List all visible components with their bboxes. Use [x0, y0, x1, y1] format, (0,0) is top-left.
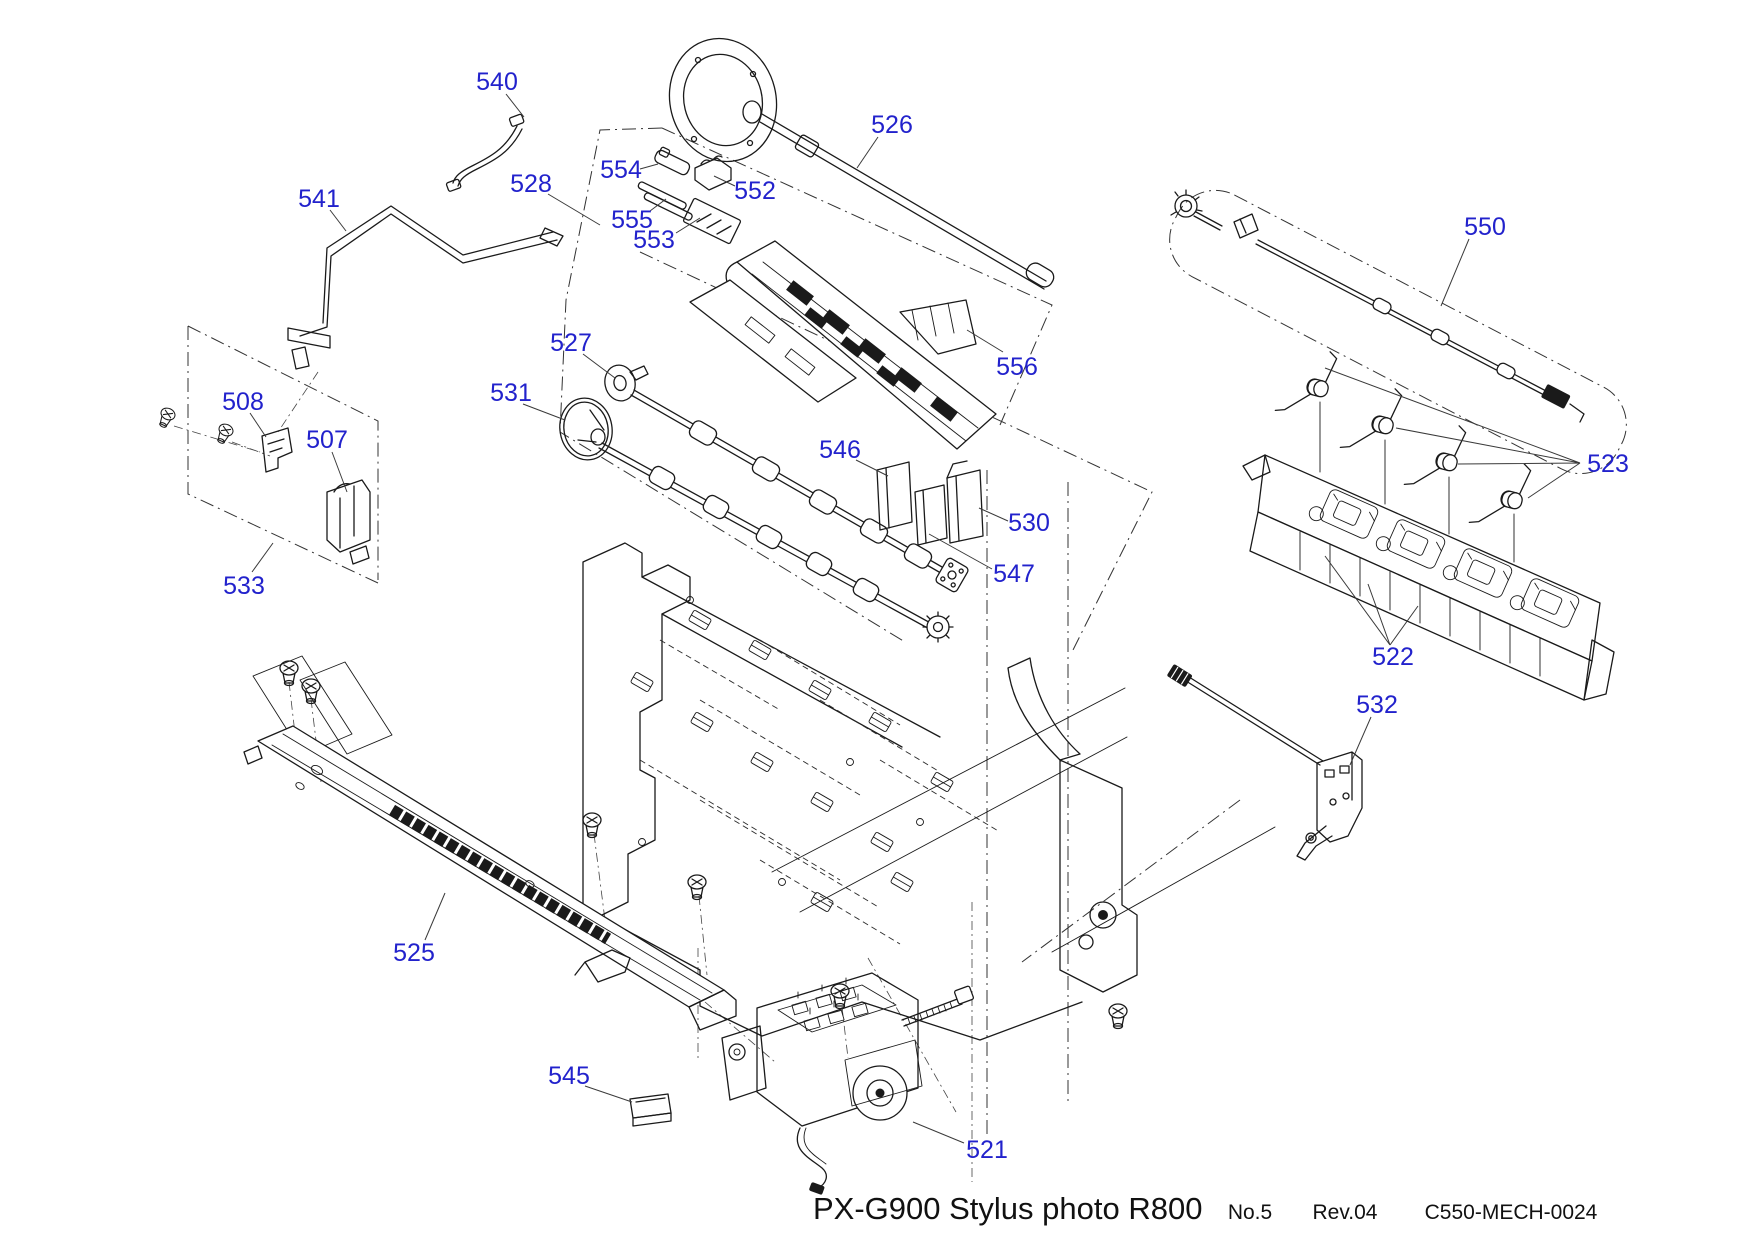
label-526: 526 [871, 111, 913, 139]
label-532: 532 [1356, 691, 1398, 719]
part-508-sensor [261, 427, 293, 473]
label-553: 553 [633, 226, 675, 254]
label-547: 547 [993, 560, 1035, 588]
label-531: 531 [490, 379, 532, 407]
part-545-pad [629, 1093, 672, 1127]
part-552-holder [694, 155, 732, 191]
printer-mechanism-frame [582, 542, 1138, 1041]
footer-sheet-number: No.5 [1228, 1201, 1272, 1224]
label-528: 528 [510, 170, 552, 198]
label-525: 525 [393, 939, 435, 967]
part-525-front-paper-guide [243, 725, 737, 1031]
label-521: 521 [966, 1136, 1008, 1164]
part-531-pf-wheel [559, 397, 613, 461]
part-553-contact-plate [682, 197, 742, 245]
part-540-sensor-cable [445, 113, 525, 192]
part-522-holder-tray [1242, 454, 1615, 701]
label-540: 540 [476, 68, 518, 96]
label-522: 522 [1372, 643, 1414, 671]
grip-pads [786, 280, 958, 422]
label-533: 533 [223, 572, 265, 600]
label-555: 555 [611, 206, 653, 234]
part-541-head-cable [287, 205, 564, 370]
part-530-sheet [946, 460, 984, 544]
label-556: 556 [996, 353, 1038, 381]
footer-product-title: PX-G900 Stylus photo R800 [813, 1191, 1202, 1226]
label-530: 530 [1008, 509, 1050, 537]
part-550-ground-wire [1170, 189, 1585, 423]
label-523: 523 [1587, 450, 1629, 478]
part-521-carriage-unit [721, 972, 974, 1195]
label-507: 507 [306, 426, 348, 454]
part-number-labels: 540 526 554 528 552 555 553 541 550 527 … [222, 68, 1629, 1164]
part-507-holder [326, 479, 371, 565]
part-532-detector-lever [1167, 664, 1363, 861]
label-541: 541 [298, 185, 340, 213]
part-527-bearing-wheel [604, 364, 649, 402]
footer-document-code: C550-MECH-0024 [1425, 1201, 1598, 1224]
leader-lines [249, 93, 1581, 1144]
label-545: 545 [548, 1062, 590, 1090]
label-550: 550 [1464, 213, 1506, 241]
label-508: 508 [222, 388, 264, 416]
footer-revision: Rev.04 [1313, 1201, 1378, 1224]
part-554-clip [654, 146, 691, 176]
label-552: 552 [734, 177, 776, 205]
part-531-roller-shaft [598, 442, 954, 643]
part-546-sheet [876, 461, 913, 531]
label-527: 527 [550, 329, 592, 357]
part-547-sheet [914, 484, 948, 546]
part-555-strip [637, 181, 693, 221]
label-546: 546 [819, 436, 861, 464]
part-526-paper-feed-roller [668, 37, 1055, 290]
group-boundaries [173, 127, 1627, 1182]
footer: PX-G900 Stylus photo R800 No.5 Rev.04 C5… [813, 1191, 1598, 1226]
label-554: 554 [600, 156, 642, 184]
part-527-roller-shaft [630, 389, 969, 593]
part-556-upper-paper-guide [689, 240, 997, 450]
